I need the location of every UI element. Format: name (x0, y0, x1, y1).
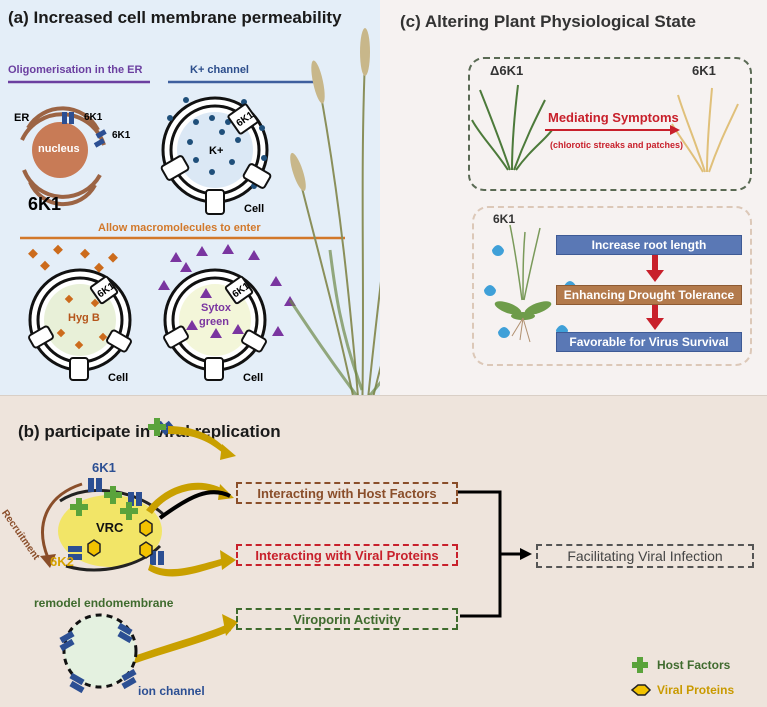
step-increase-root: Increase root length (556, 235, 742, 255)
er-label: ER (14, 112, 30, 124)
nucleus-label: nucleus (38, 143, 80, 155)
macro-label: Allow macromolecules to enter (98, 222, 261, 234)
cell-label-2: Cell (108, 372, 129, 384)
viral-protein-hexagon-icon (87, 519, 153, 559)
remodel-label: remodel endomembrane (34, 596, 174, 610)
six-k2-label: 6K2 (50, 554, 74, 569)
panel-c-title: (c) Altering Plant Physiological State (400, 12, 696, 31)
k-channel-cell (160, 96, 272, 215)
six-k1-small-2: 6K1 (112, 130, 131, 141)
box-facilitating-infection: Facilitating Viral Infection (536, 544, 754, 568)
cell-label-3: Cell (243, 372, 264, 384)
sytox-line1: Sytox (201, 302, 231, 314)
mediating-symptoms: Mediating Symptoms (548, 110, 679, 125)
k-channel-label: K+ channel (190, 64, 249, 76)
panel-b-title: (b) participate in viral replication (18, 422, 281, 441)
healthy-plant-icon (471, 84, 553, 171)
panel-c-graphics (471, 84, 739, 343)
ion-channel-label: ion channel (138, 684, 205, 698)
six-k1-label-bottom: 6K1 (493, 212, 516, 226)
panel-a-graphics (8, 80, 345, 381)
mediating-sub: (chlorotic streaks and patches) (550, 140, 684, 150)
panel-b-graphics (40, 418, 652, 696)
vrc-label: VRC (96, 520, 124, 535)
panel-a: (a) Increased cell membrane permeability… (0, 0, 380, 395)
box-host-factors: Interacting with Host Factors (236, 482, 458, 504)
delta-6k1-label: Δ6K1 (490, 63, 524, 78)
box-viroporin: Viroporin Activity (236, 608, 458, 630)
legend-viral-proteins: Viral Proteins (657, 683, 735, 697)
hygb-cell (28, 244, 132, 381)
six-k1-small-1: 6K1 (84, 112, 103, 123)
host-factor-cross-icon (70, 418, 166, 520)
step-virus-survival: Favorable for Virus Survival (556, 332, 742, 352)
k-plus-label: K+ (209, 145, 224, 157)
chlorotic-plant-icon (671, 87, 739, 173)
sytox-cell (158, 244, 296, 381)
arabidopsis-plant-icon (494, 224, 552, 343)
symptoms-frame (468, 57, 752, 191)
drought-frame (472, 206, 752, 366)
sytox-line2: green (199, 316, 229, 328)
legend-host-factors: Host Factors (657, 658, 731, 672)
cell-label-1: Cell (244, 203, 265, 215)
down-arrow-icon (646, 254, 664, 330)
panel-b: (b) participate in viral replication (0, 395, 767, 707)
hygb-label: Hyg B (68, 312, 100, 324)
er-cell-illustration (20, 106, 107, 207)
panel-a-title: (a) Increased cell membrane permeability (8, 8, 342, 27)
six-k1-label-top: 6K1 (692, 63, 716, 78)
vrc-6k1-label: 6K1 (92, 460, 116, 475)
six-k1-big: 6K1 (28, 194, 62, 214)
box-viral-proteins: Interacting with Viral Proteins (236, 544, 458, 566)
step-drought-tolerance: Enhancing Drought Tolerance (556, 285, 742, 305)
oligo-label: Oligomerisation in the ER (8, 64, 143, 76)
panel-c: (c) Altering Plant Physiological State (380, 0, 767, 395)
